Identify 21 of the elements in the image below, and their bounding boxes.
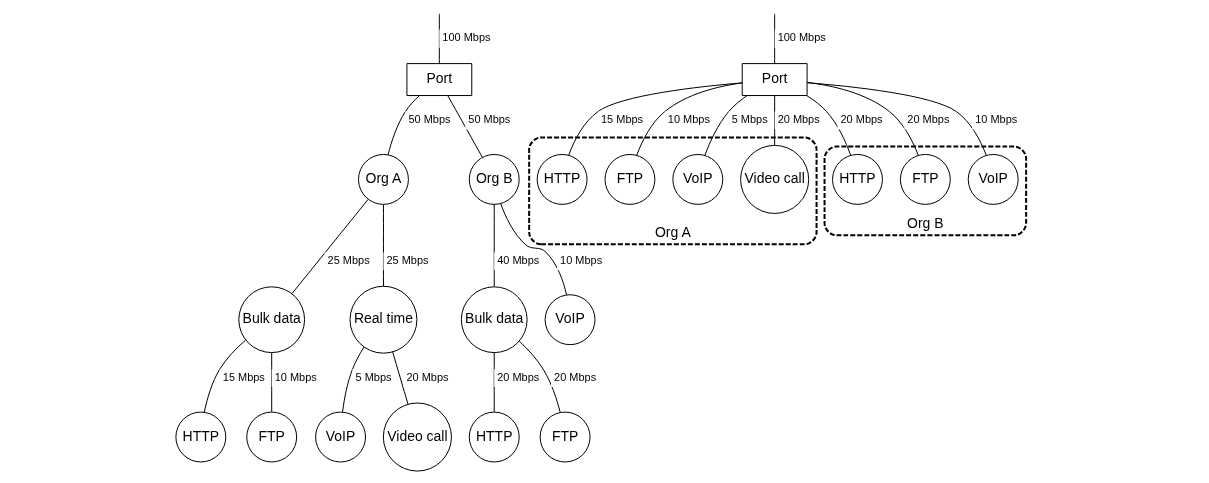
edge-label: 15 Mbps	[600, 112, 643, 125]
edge-label: 5 Mbps	[731, 112, 768, 125]
edge-label: 20 Mbps	[840, 112, 883, 125]
edge-label: 100 Mbps	[777, 30, 826, 43]
edge-label: 50 Mbps	[467, 112, 510, 125]
edge-label: 40 Mbps	[496, 253, 539, 266]
edge-label: 20 Mbps	[553, 370, 596, 383]
edge-label: 100 Mbps	[441, 30, 491, 43]
edge-label: 20 Mbps	[496, 370, 539, 383]
edge-label: 25 Mbps	[385, 253, 429, 266]
edge-label: 20 Mbps	[777, 112, 820, 125]
edge-label: 10 Mbps	[974, 112, 1017, 125]
edge-label: 25 Mbps	[327, 253, 370, 266]
edge-label: 10 Mbps	[274, 370, 317, 383]
edge-label: 10 Mbps	[667, 112, 710, 125]
edge-label: 20 Mbps	[405, 370, 448, 383]
edge-label: 10 Mbps	[559, 253, 602, 266]
edge-label: 15 Mbps	[222, 370, 265, 383]
edge-label: 20 Mbps	[906, 112, 949, 125]
edge-label: 50 Mbps	[407, 112, 450, 125]
edge-label: 5 Mbps	[355, 370, 391, 383]
